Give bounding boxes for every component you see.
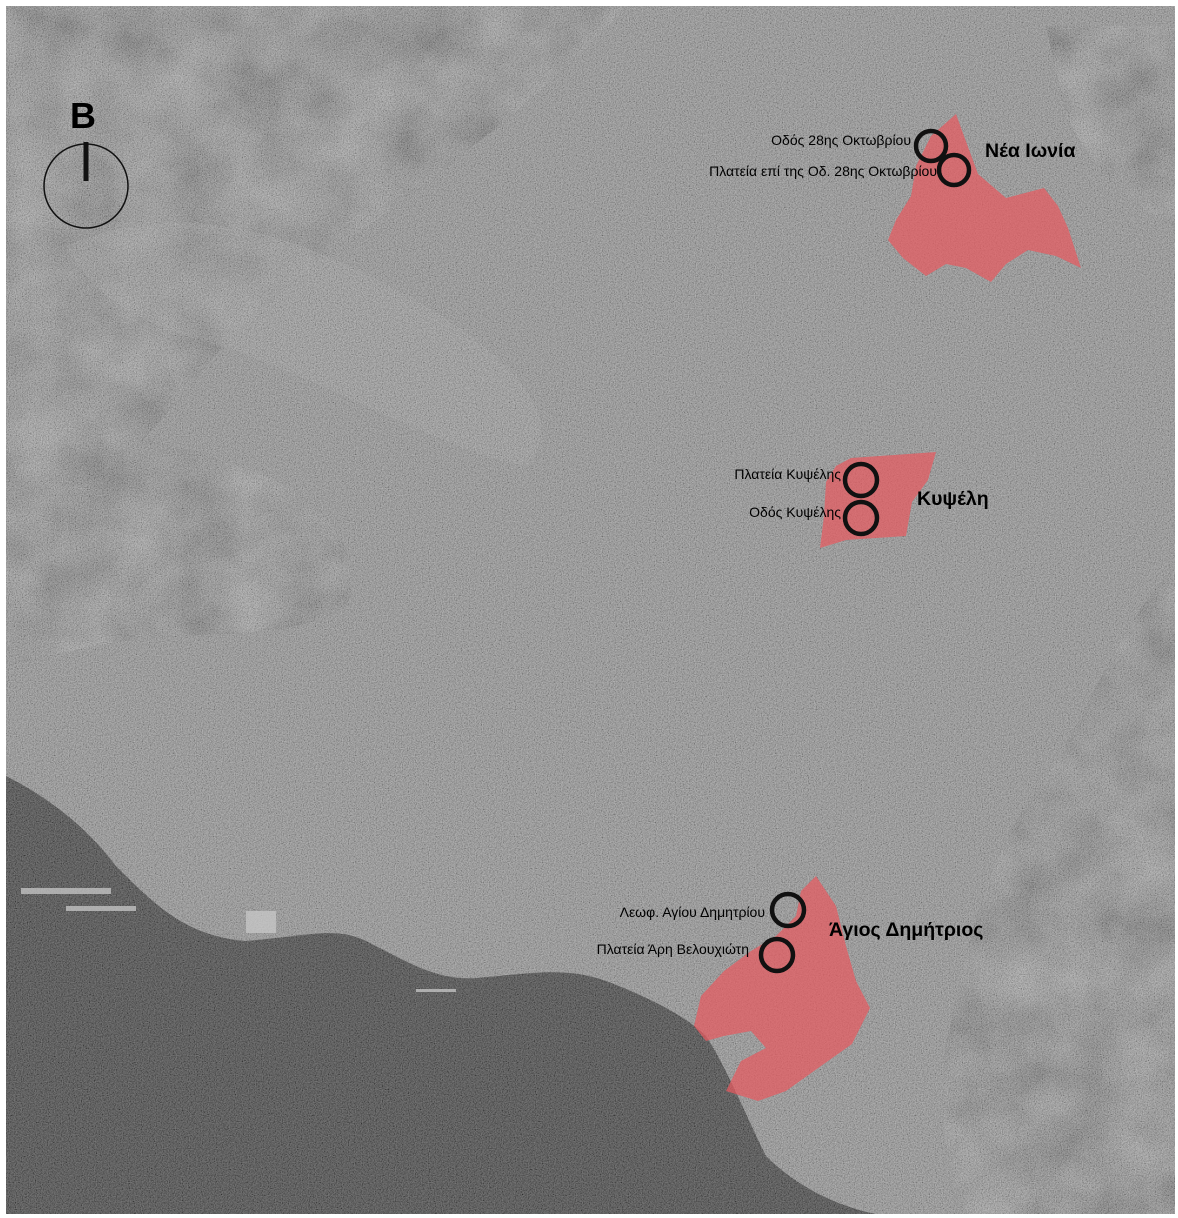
urban-texture [6,6,1175,1214]
place-marker-0[interactable] [913,128,949,164]
district-label-2: Άγιος Δημήτριος [829,919,984,941]
place-label-0: Οδός 28ης Οκτωβρίου [771,132,911,148]
district-label-1: Κυψέλη [917,488,989,510]
place-markers [758,128,972,974]
map-frame: B Οδός 28ης Οκτωβρίου Πλατεία επί της Οδ… [6,6,1175,1214]
place-marker-3[interactable] [842,499,880,537]
place-label-4: Λεωφ. Αγίου Δημητρίου [619,904,765,920]
place-label-1: Πλατεία επί της Οδ. 28ης Οκτωβρίου [709,163,937,179]
district-nea-ionia[interactable] [888,114,1081,282]
place-label-2: Πλατεία Κυψέλης [734,466,841,482]
port-piers [21,888,456,992]
place-marker-5[interactable] [758,936,796,974]
place-label-3: Οδός Κυψέλης [749,504,841,520]
district-agios-dimitrios[interactable] [694,876,870,1101]
place-marker-4[interactable] [769,891,807,929]
place-marker-1[interactable] [936,152,972,188]
place-marker-2[interactable] [842,461,880,499]
place-label-5: Πλατεία Άρη Βελουχιώτη [596,941,749,957]
district-kypseli[interactable] [820,452,936,548]
north-label: B [70,95,96,136]
aerial-map[interactable] [6,6,1175,1214]
district-label-0: Νέα Ιωνία [985,140,1076,162]
compass-icon [43,142,129,229]
